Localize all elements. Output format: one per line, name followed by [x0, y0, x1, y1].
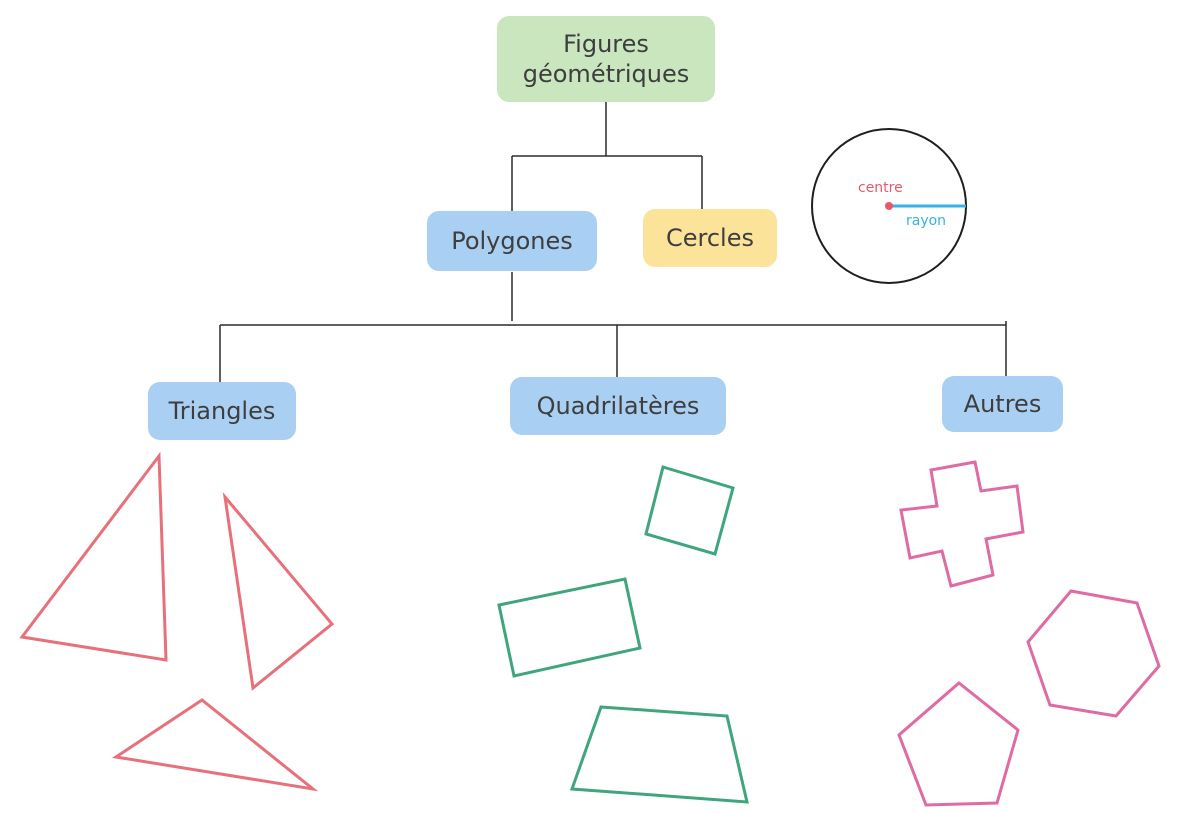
other-shapes — [897, 460, 1161, 807]
polygones-node: Polygones — [427, 211, 597, 271]
circle-illustration: centre rayon — [811, 128, 967, 284]
connector-polygon-children — [219, 272, 1007, 383]
hexagon-shape — [1026, 589, 1161, 718]
connectors — [219, 102, 1007, 383]
cercles-label: Cercles — [666, 224, 754, 252]
autres-node: Autres — [942, 376, 1063, 432]
triangle-shape — [19, 451, 168, 662]
triangle-shapes — [19, 451, 335, 792]
rayon-label: rayon — [906, 213, 946, 229]
centre-label: centre — [858, 180, 903, 196]
connector-root-children — [511, 102, 703, 212]
triangle-shape — [111, 698, 319, 792]
triangle-shape — [222, 492, 335, 691]
root-label-line1: Figures — [563, 30, 649, 58]
quadrilateral-shapes — [497, 465, 749, 804]
cross-shape — [899, 460, 1025, 588]
root-label-line2: géométriques — [522, 60, 690, 88]
autres-label: Autres — [963, 390, 1042, 418]
triangles-node: Triangles — [148, 382, 296, 440]
rectangle-shape — [497, 577, 642, 678]
polygones-label: Polygones — [451, 227, 573, 255]
root-node: Figures géométriques — [497, 16, 715, 102]
quadrilateres-label: Quadrilatères — [536, 392, 700, 420]
centre-point — [885, 202, 893, 210]
pentagon-shape — [897, 681, 1020, 807]
trapezoid-shape — [569, 705, 749, 804]
cercles-node: Cercles — [643, 209, 777, 267]
quadrilateres-node: Quadrilatères — [510, 377, 726, 435]
square-shape — [644, 465, 735, 556]
triangles-label: Triangles — [168, 397, 276, 425]
